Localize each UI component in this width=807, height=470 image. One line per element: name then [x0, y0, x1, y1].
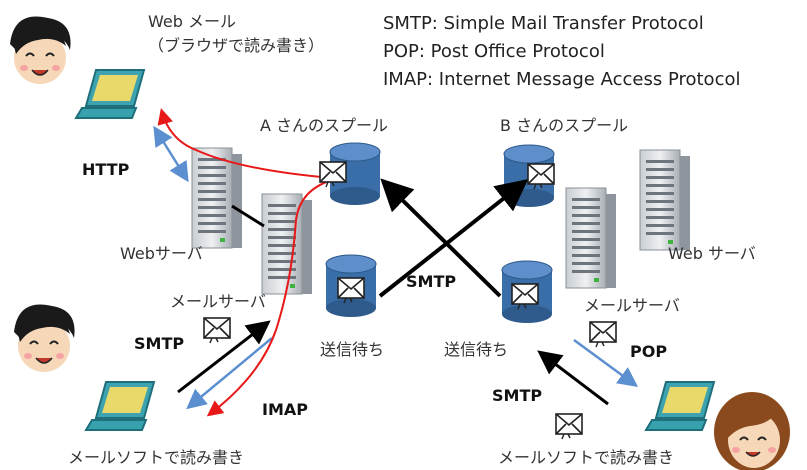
envelope-pop-icon [589, 321, 617, 348]
mail-server-right-icon [565, 187, 617, 289]
mail-server-right-label: メールサーバ [584, 296, 680, 315]
pop-blue-arrow [573, 338, 639, 387]
spool-b-label: B さんのスプール [500, 116, 629, 135]
legend-pop: POP: Post Office Protocol [383, 41, 605, 62]
imap-protocol-label: IMAP [262, 400, 308, 419]
client-left-label: メールソフトで読み書き [68, 448, 245, 467]
imap-blue-arrow [186, 337, 273, 410]
smtp-arrow-a-to-b [378, 179, 529, 298]
pop-protocol-label: POP [630, 342, 668, 361]
laptop-webmail-icon [75, 69, 145, 119]
web-server-left-label: Webサーバ [120, 244, 203, 263]
smtp-arrow-left-client [177, 320, 271, 394]
webmail-label: Web メール [148, 12, 236, 31]
smtp-center-protocol-label: SMTP [406, 272, 457, 291]
imap-red-arrow [206, 179, 333, 417]
client-right-label: メールソフトで読み書き [498, 448, 675, 467]
smtp-arrow-right-client [537, 350, 609, 406]
mail-server-left-icon [261, 193, 313, 295]
user-left-client-avatar-icon [13, 303, 76, 373]
envelope-smtp-right-icon [555, 413, 583, 440]
legend-smtp: SMTP: Simple Mail Transfer Protocol [383, 13, 704, 34]
laptop-right-client-icon [645, 381, 715, 431]
laptop-left-client-icon [85, 381, 155, 431]
smtp-left-protocol-label: SMTP [134, 334, 185, 353]
spool-a-label: A さんのスプール [260, 116, 389, 135]
http-blue-arrow [153, 125, 189, 183]
outbox-right-label: 送信待ち [444, 340, 509, 359]
envelope-smtp-left-icon [203, 317, 231, 344]
mail-server-left-label: メールサーバ [170, 292, 266, 311]
http-protocol-label: HTTP [82, 160, 130, 179]
smtp-right-protocol-label: SMTP [492, 386, 543, 405]
legend-imap: IMAP: Internet Message Access Protocol [383, 69, 741, 90]
web-server-right-icon [639, 149, 691, 251]
web-server-right-label: Web サーバ [668, 244, 756, 263]
user-right-client-avatar-icon [714, 392, 790, 470]
webmail-sublabel: （ブラウザで読み書き） [148, 36, 325, 55]
server-link-line [231, 204, 265, 228]
smtp-arrow-b-to-a [380, 178, 502, 298]
outbox-left-label: 送信待ち [320, 340, 385, 359]
user-webmail-avatar-icon [9, 15, 72, 86]
